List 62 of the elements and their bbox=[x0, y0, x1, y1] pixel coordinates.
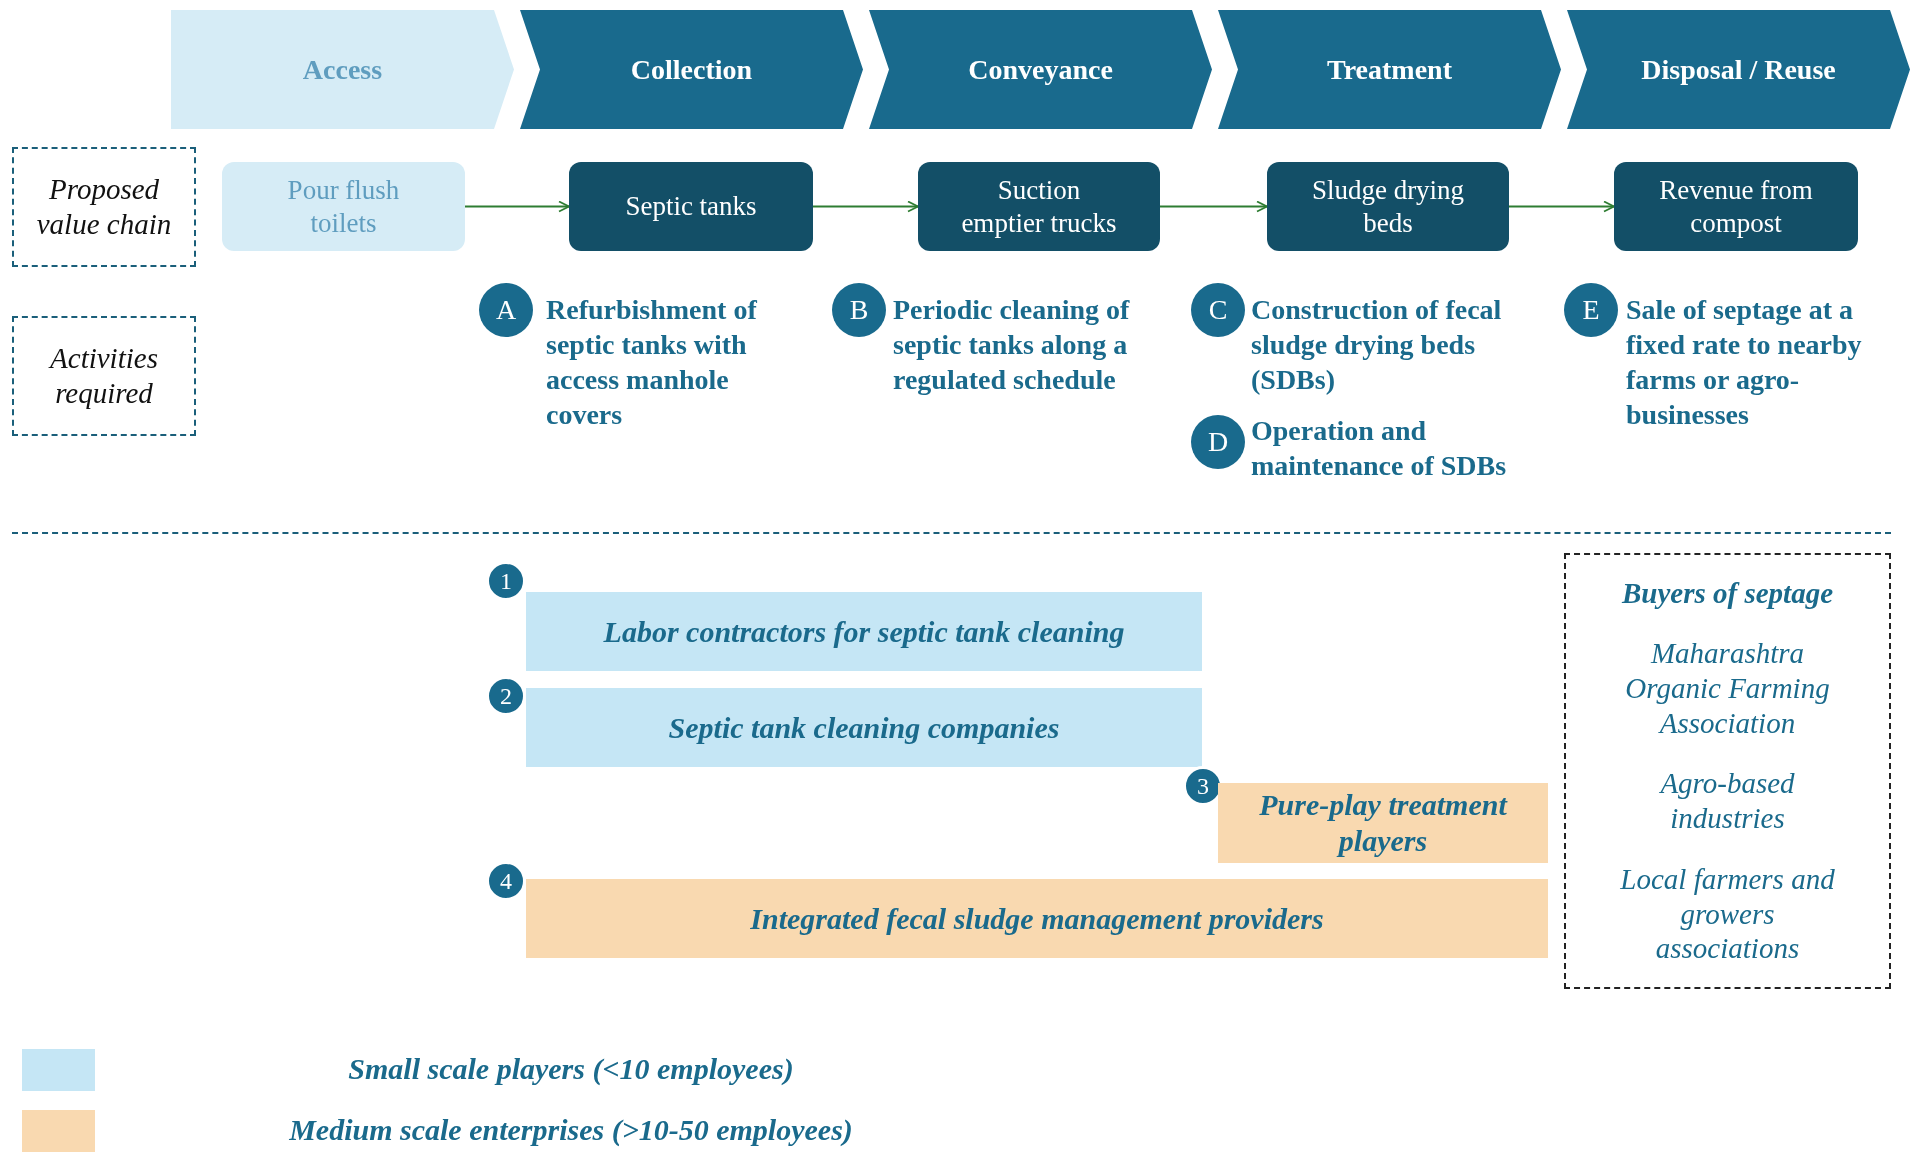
stage-header bbox=[520, 10, 863, 129]
node-label: Pure-play treatment players bbox=[1258, 787, 1509, 859]
node-label: Suction emptier trucks bbox=[960, 174, 1118, 239]
node-label: Activities required bbox=[47, 341, 159, 411]
activity-badge bbox=[479, 283, 533, 337]
process-box bbox=[1614, 162, 1858, 251]
activity-text: Periodic cleaning of septic tanks along a regulated schedule bbox=[893, 293, 1131, 397]
stage-header bbox=[171, 10, 514, 129]
badge-number: 2 bbox=[500, 681, 512, 711]
node-label: Access bbox=[302, 52, 383, 87]
player-bar bbox=[526, 688, 1202, 767]
node-label: Treatment bbox=[1327, 52, 1452, 87]
player-bar bbox=[526, 592, 1202, 671]
buyer-name: Maharashtra Organic Farming Association bbox=[1624, 636, 1831, 741]
node-label: Revenue from compost bbox=[1658, 174, 1814, 239]
node-label: Proposed value chain bbox=[35, 172, 173, 242]
activity-badge bbox=[1191, 415, 1245, 469]
badge-number: 1 bbox=[500, 566, 512, 596]
process-box bbox=[918, 162, 1160, 251]
badge-letter: D bbox=[1207, 425, 1229, 459]
badge-letter: E bbox=[1582, 293, 1600, 327]
node-label: Septic tanks bbox=[625, 190, 757, 223]
legend-text: Medium scale enterprises (>10-50 employees) bbox=[288, 1113, 854, 1147]
activity-text: Operation and maintenance of SDBs bbox=[1251, 414, 1508, 483]
activity-badge bbox=[1191, 283, 1245, 337]
arrow bbox=[812, 200, 919, 213]
row-label-box bbox=[12, 316, 196, 436]
badge-letter: A bbox=[495, 293, 517, 327]
node-label: Labor contractors for septic tank cleaning bbox=[603, 613, 1125, 650]
badge-letter: B bbox=[849, 293, 869, 327]
buyers-box bbox=[1564, 553, 1891, 989]
node-label: Collection bbox=[630, 52, 753, 87]
node-label: Sludge drying beds bbox=[1310, 174, 1466, 239]
node-label: Pour flush toilets bbox=[286, 174, 401, 239]
activity-text: Sale of septage at a fixed rate to nearby farms or agro-businesses bbox=[1626, 293, 1863, 432]
process-box bbox=[222, 162, 465, 251]
buyer-name: Local farmers and growers associations bbox=[1619, 861, 1836, 967]
process-box bbox=[1267, 162, 1509, 251]
node-label: Integrated fecal sludge management providers bbox=[750, 900, 1324, 937]
activity-badge bbox=[832, 283, 886, 337]
stage-header bbox=[869, 10, 1212, 129]
activity-text: Refurbishment of septic tanks with access manhole covers bbox=[546, 293, 758, 432]
arrow bbox=[1508, 200, 1615, 213]
stage-header bbox=[1218, 10, 1561, 129]
node-label: Disposal / Reuse bbox=[1641, 52, 1836, 87]
buyer-name: Agro-based industries bbox=[1658, 766, 1796, 837]
badge-letter: C bbox=[1208, 293, 1228, 327]
process-box bbox=[569, 162, 813, 251]
arrow bbox=[1159, 200, 1268, 213]
player-bar bbox=[1218, 783, 1548, 863]
stage-header bbox=[1567, 10, 1910, 129]
activity-text: Construction of fecal sludge drying beds (SDBs) bbox=[1251, 293, 1503, 397]
box-heading: Buyers of septage bbox=[1622, 575, 1833, 611]
arrow bbox=[464, 200, 570, 213]
player-bar bbox=[526, 879, 1548, 958]
badge-number: 4 bbox=[500, 866, 512, 896]
activity-badge bbox=[1564, 283, 1618, 337]
node-label: Septic tank cleaning companies bbox=[668, 709, 1060, 746]
badge-number: 3 bbox=[1197, 771, 1209, 801]
legend-text: Small scale players (<10 employees) bbox=[347, 1052, 795, 1086]
node-label: Conveyance bbox=[968, 52, 1113, 87]
row-label-box bbox=[12, 147, 196, 267]
